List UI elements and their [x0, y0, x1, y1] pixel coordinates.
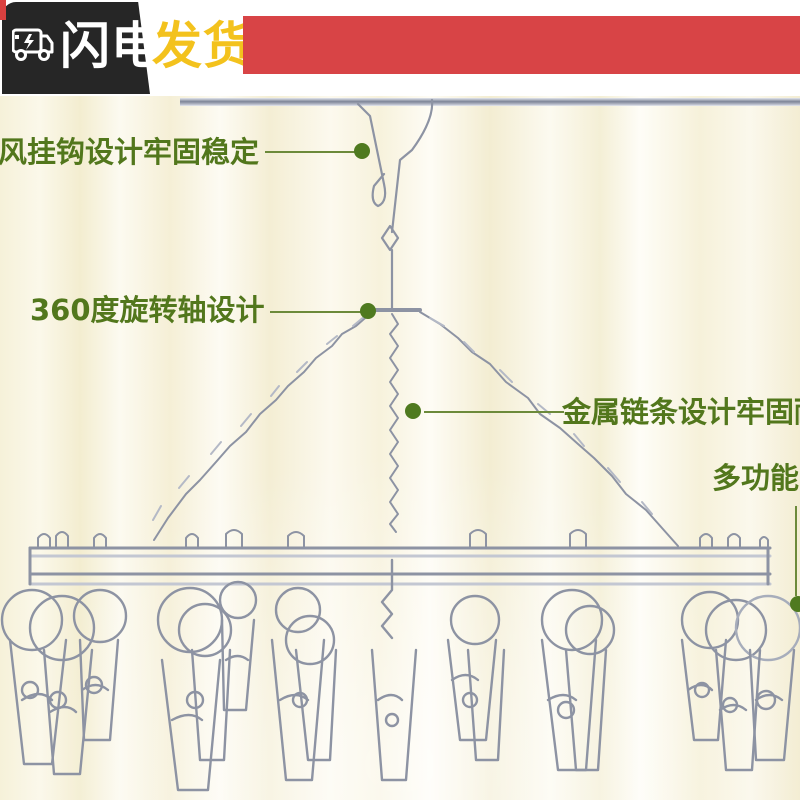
chain-icon [152, 311, 679, 547]
annotation-swivel-dot-icon [360, 303, 376, 319]
banner-red-bar [243, 16, 800, 74]
flash-delivery-badge [2, 2, 150, 94]
brand-text-flash: 闪电 [60, 17, 162, 75]
background-haze [0, 450, 800, 800]
annotation-chain-dot-icon [405, 403, 421, 419]
annotation-multi-label: 多功能 [712, 461, 800, 495]
frame-rings [28, 546, 772, 586]
annotation-hook-label: 风挂钩设计牢固稳定 [0, 135, 260, 169]
hook-icon [356, 98, 434, 312]
brand-text-delivery: 发货 [152, 17, 254, 75]
annotation-multi-dot-icon [790, 596, 800, 612]
annotation-chain-label: 金属链条设计牢固耐 [562, 395, 800, 429]
hanging-rail [180, 98, 800, 106]
delivery-truck-lightning-icon [12, 28, 54, 61]
peg-clips [0, 558, 800, 792]
annotation-hook-dot-icon [354, 143, 370, 159]
annotation-multi-leader [795, 506, 797, 596]
annotation-swivel-leader [270, 311, 362, 313]
badge-corner-accent [0, 0, 6, 20]
annotation-swivel-label: 360度旋转轴设计 [30, 293, 265, 327]
annotation-hook-leader [265, 151, 355, 153]
annotation-chain-leader [424, 411, 564, 413]
